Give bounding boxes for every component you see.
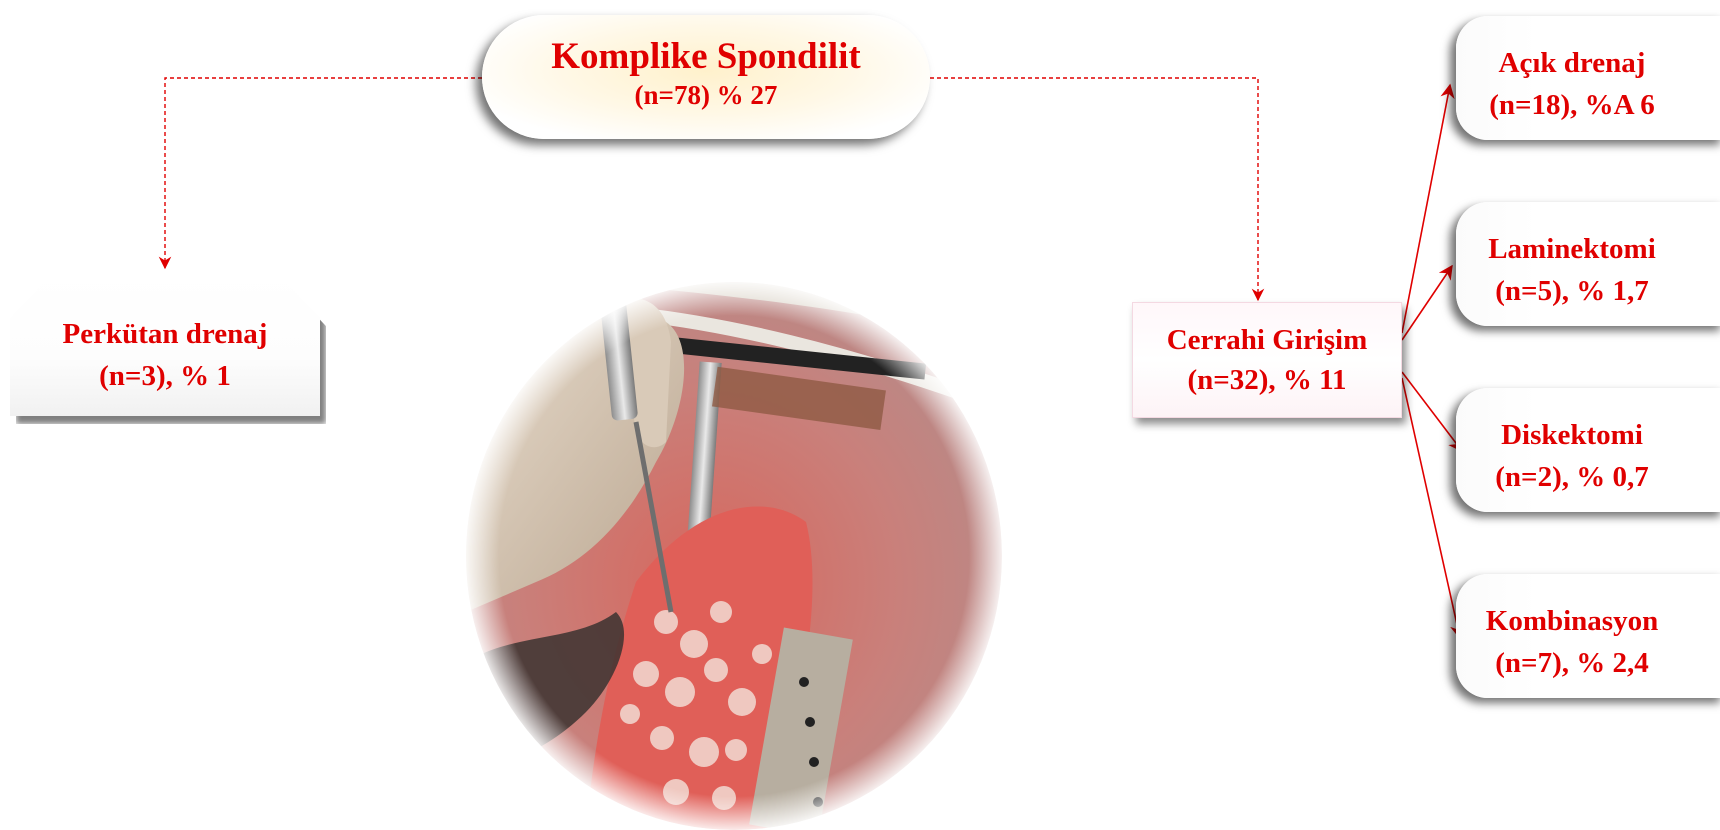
node-kombinasyon: Kombinasyon (n=7), % 2,4 bbox=[1456, 574, 1720, 698]
arrow-to-diskektomi bbox=[1402, 372, 1462, 451]
node-acik-drenaj: Açık drenaj (n=18), %A 6 bbox=[1456, 16, 1720, 140]
node-cerrahi-girisim: Cerrahi Girişim (n=32), % 11 bbox=[1132, 302, 1402, 418]
kombinasyon-value: (n=7), % 2,4 bbox=[1474, 642, 1670, 684]
diskektomi-value: (n=2), % 0,7 bbox=[1474, 456, 1670, 498]
root-title: Komplike Spondilit bbox=[482, 35, 930, 79]
kombinasyon-title: Kombinasyon bbox=[1474, 600, 1670, 642]
node-diskektomi: Diskektomi (n=2), % 0,7 bbox=[1456, 388, 1720, 512]
arrow-to-laminektomi bbox=[1402, 266, 1452, 340]
diskektomi-title: Diskektomi bbox=[1474, 414, 1670, 456]
perkutan-title: Perkütan drenaj bbox=[10, 313, 320, 355]
root-value: (n=78) % 27 bbox=[482, 79, 930, 111]
cerrahi-value: (n=32), % 11 bbox=[1133, 360, 1401, 400]
arrow-to-kombinasyon bbox=[1402, 378, 1460, 638]
surgery-photo-illustration bbox=[466, 282, 1002, 830]
arrow-to-acik-drenaj bbox=[1402, 85, 1450, 333]
laminektomi-value: (n=5), % 1,7 bbox=[1474, 270, 1670, 312]
acik-drenaj-value: (n=18), %A 6 bbox=[1474, 84, 1670, 126]
cerrahi-title: Cerrahi Girişim bbox=[1133, 320, 1401, 360]
connector-root-to-cerrahi bbox=[930, 78, 1258, 300]
acik-drenaj-title: Açık drenaj bbox=[1474, 42, 1670, 84]
connector-root-to-perkutan bbox=[165, 78, 482, 268]
perkutan-text: Perkütan drenaj (n=3), % 1 bbox=[10, 313, 320, 397]
node-komplike-spondilit: Komplike Spondilit (n=78) % 27 bbox=[482, 15, 930, 139]
perkutan-value: (n=3), % 1 bbox=[10, 355, 320, 397]
laminektomi-title: Laminektomi bbox=[1474, 228, 1670, 270]
node-laminektomi: Laminektomi (n=5), % 1,7 bbox=[1456, 202, 1720, 326]
surgery-photo bbox=[466, 282, 1002, 830]
